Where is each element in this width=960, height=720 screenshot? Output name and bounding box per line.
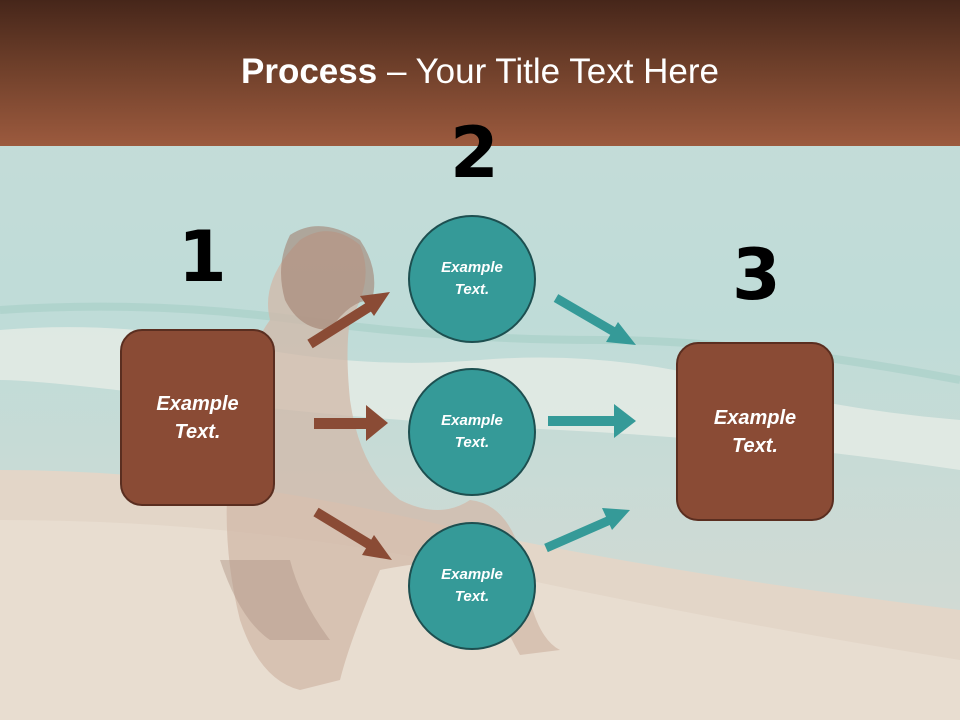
step1-text-line1: Example <box>156 392 239 415</box>
step1-box-text: Example Text. <box>156 390 238 446</box>
step1-box: Example Text. <box>120 329 275 506</box>
step2-circle-bottom: Example Text. <box>408 522 536 650</box>
arrow-teal-right <box>548 404 636 438</box>
arrow-teal-down <box>553 294 636 345</box>
arrow-brown-down <box>313 507 392 560</box>
circle-middle-line1: Example <box>441 411 503 429</box>
step2-circle-top: Example Text. <box>408 215 536 343</box>
step1-text-line2: Text. <box>174 420 221 443</box>
step3-text-line1: Example <box>713 406 797 429</box>
circle-top-line2: Text. <box>454 281 490 298</box>
arrow-brown-right <box>314 405 388 441</box>
circle-top-line1: Example <box>441 258 503 276</box>
title-bold: Process <box>241 52 378 91</box>
step2-circle-middle: Example Text. <box>408 368 536 496</box>
circle-bottom-line2: Text. <box>454 588 490 605</box>
circle-bottom-line1: Example <box>441 565 503 583</box>
step-number-1: 1 <box>178 216 227 298</box>
title-rest: – Your Title Text Here <box>377 52 719 91</box>
step3-text-line2: Text. <box>732 434 778 457</box>
page-title: Process – Your Title Text Here <box>0 52 960 92</box>
step3-box: Example Text. <box>676 342 834 521</box>
circle-middle-line2: Text. <box>454 434 490 451</box>
arrow-brown-up <box>307 292 390 349</box>
step3-box-text: Example Text. <box>714 404 796 460</box>
arrow-teal-up <box>544 508 630 553</box>
header-bar <box>0 0 960 146</box>
step-number-3: 3 <box>732 234 781 316</box>
step-number-2: 2 <box>450 112 499 194</box>
